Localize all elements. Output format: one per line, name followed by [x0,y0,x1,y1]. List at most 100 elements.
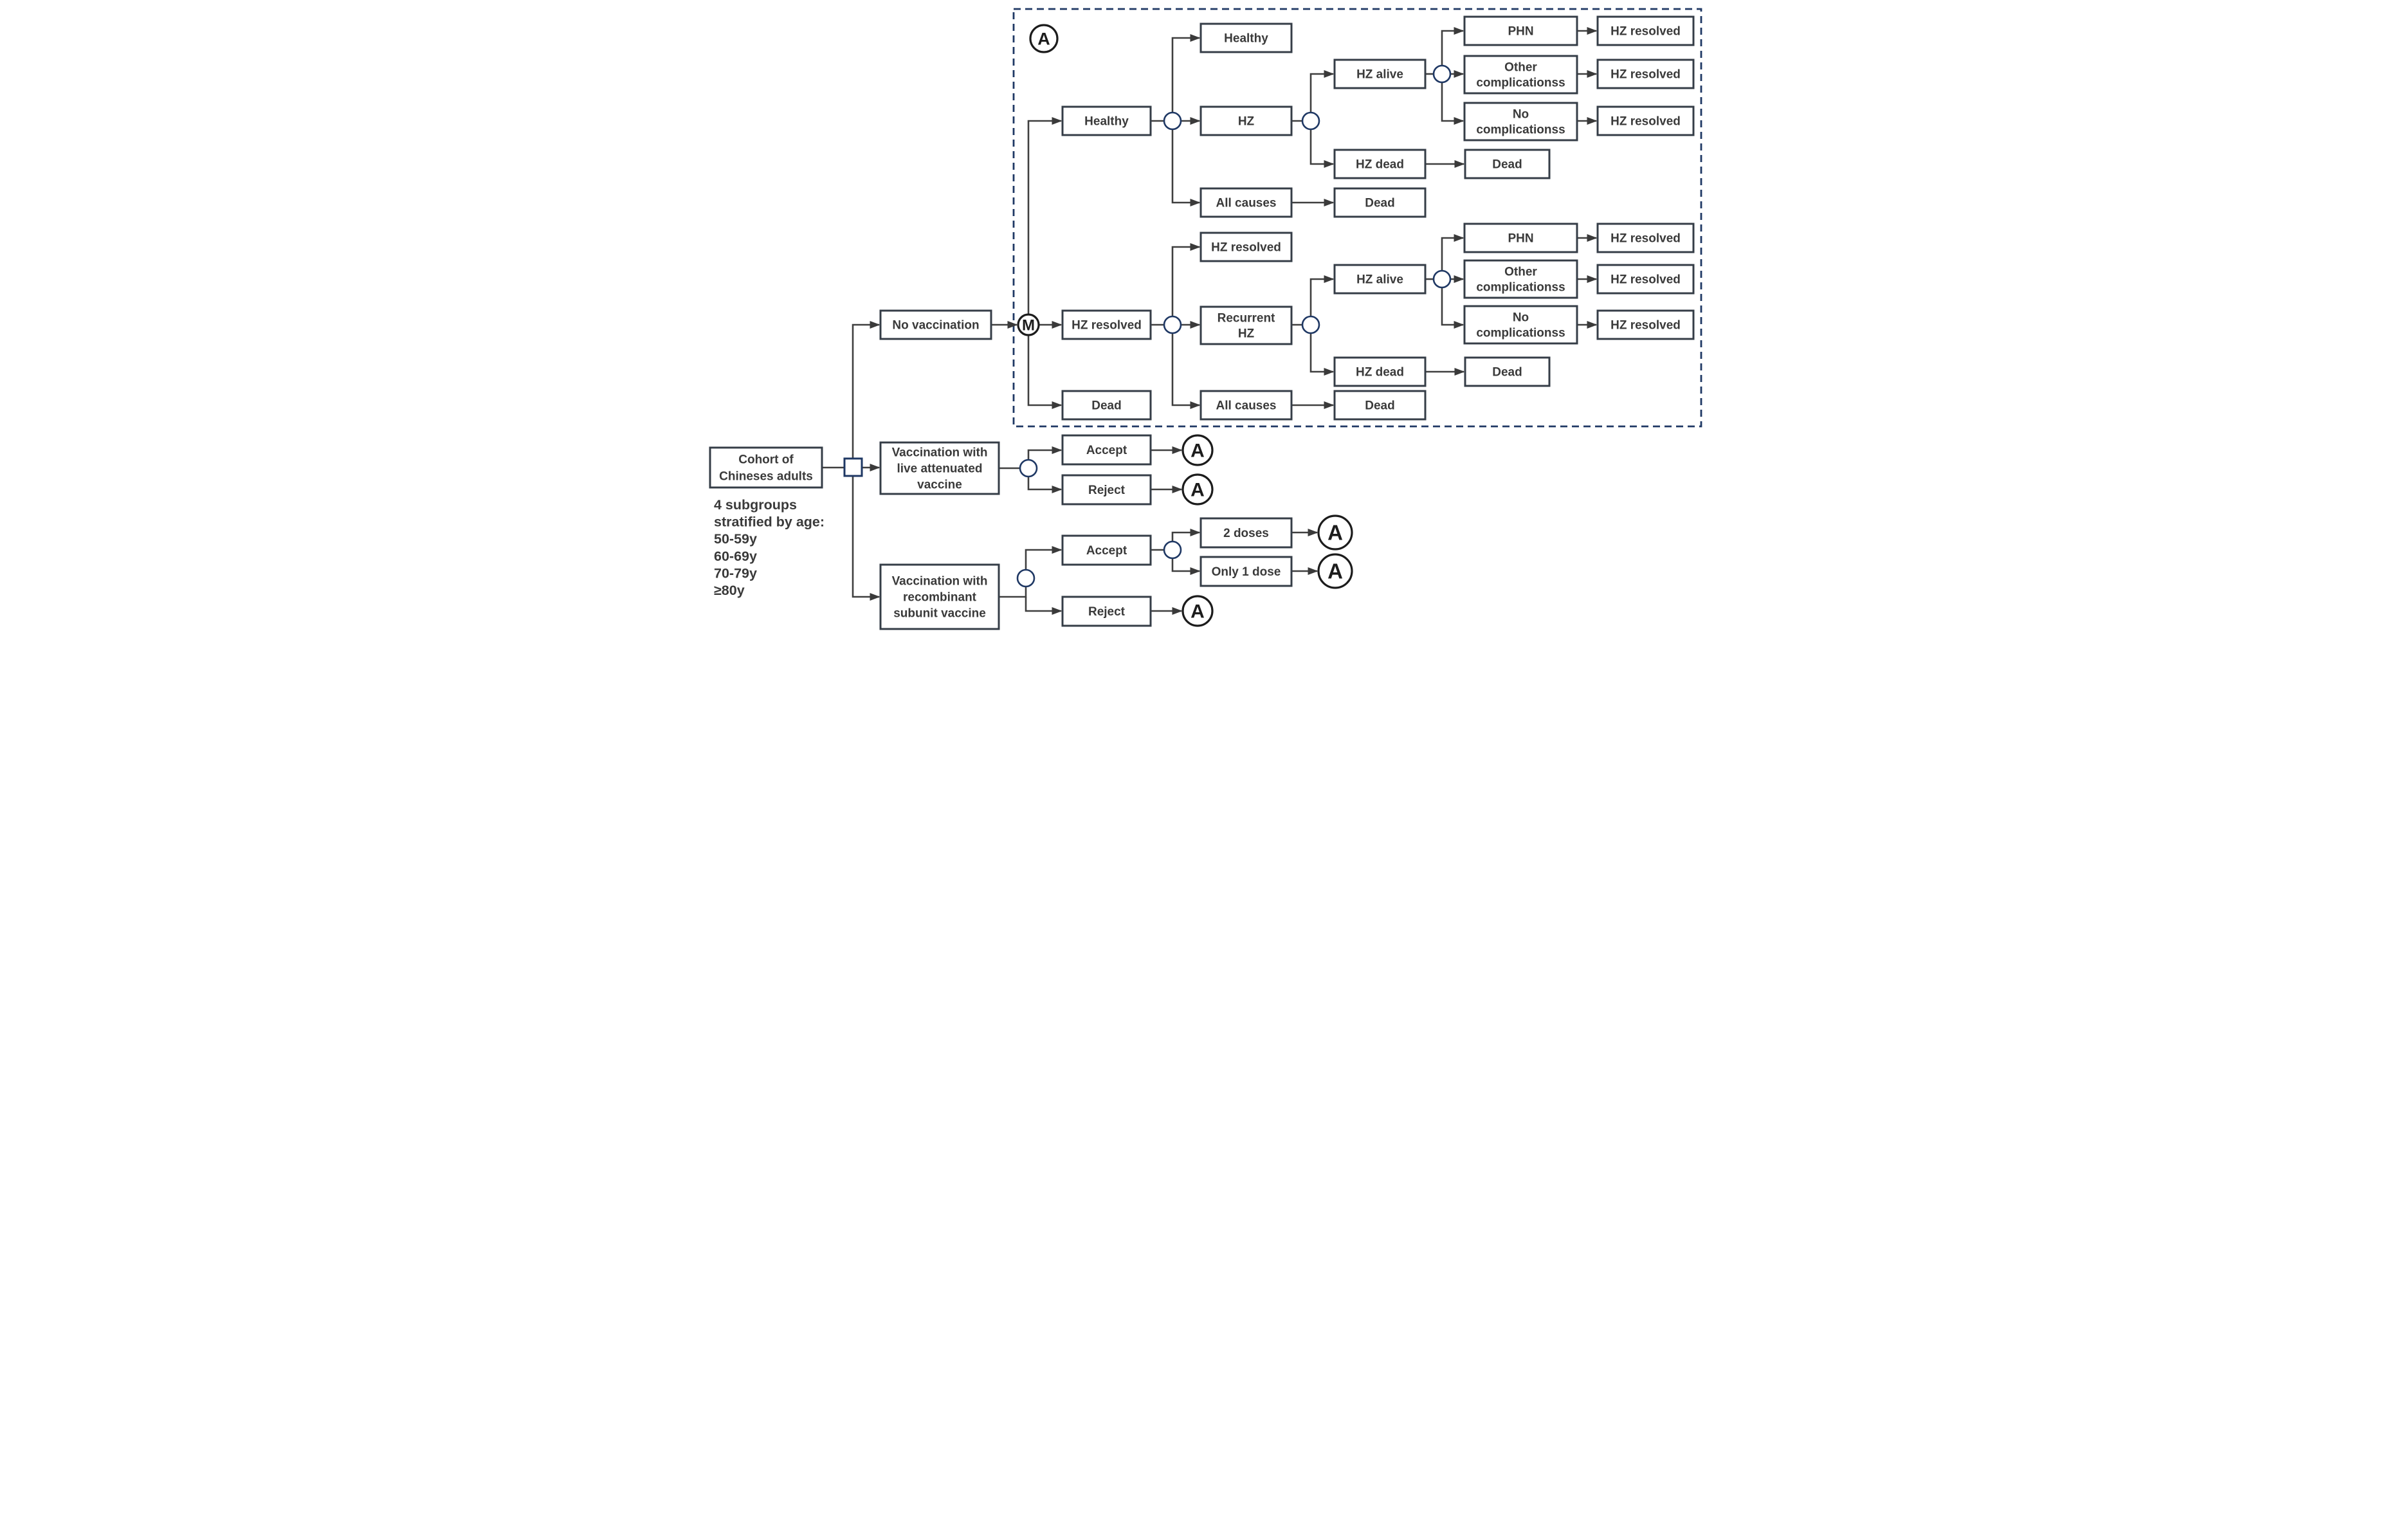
state-label-dead-hzdead-mid: Dead [1492,366,1522,379]
age-subgroups-note-line: ≥80y [714,583,745,598]
state-box-no-compl-top [1463,102,1578,141]
state-box-hz-resolved-mid-up [1199,232,1293,262]
state-label-healthy-top-line: Healthy [1224,32,1268,46]
markov-region-dashed-boundary [1012,8,1702,428]
state-box-cohort [709,446,823,489]
state-label-vaccination-live-line: Vaccination with [892,446,988,460]
state-label-vaccination-live-line: vaccine [917,478,962,492]
terminal-node-A [1317,553,1353,589]
state-label-dead-allcauses-mid: Dead [1365,399,1394,413]
terminal-node-A-label: A [1190,480,1205,501]
state-label-accept-live-line: Accept [1086,444,1127,457]
connector-line [1441,234,1464,271]
state-label-phn-top-line: PHN [1508,25,1533,39]
state-box-healthy-state [1061,105,1152,136]
state-label-no-vaccination: No vaccination [892,319,979,332]
state-box-hz-resolved-t3 [1596,105,1695,136]
state-label-dead-allcauses-top: Dead [1365,197,1394,210]
chance-node-icon [1163,540,1182,560]
state-label-hz-resolved-mid-up-line: HZ resolved [1211,241,1281,255]
terminal-node-A-label: A [1327,560,1343,583]
markov-node-icon [1017,313,1040,336]
connector-line [1171,558,1201,575]
state-label-hz-resolved-t1-line: HZ resolved [1610,25,1681,39]
age-subgroups-note-line: 4 subgroups [714,497,797,513]
chance-node-icon [1432,64,1452,84]
state-label-no-compl-top-line: No [1513,108,1529,122]
connector-line [1027,117,1063,314]
chance-node-icon [1016,569,1035,588]
state-box-dead-allcauses-mid [1333,390,1427,421]
state-label-hz-alive-top: HZ alive [1356,68,1403,82]
state-box-hz-resolved-m2 [1596,264,1695,295]
state-box-accept-live [1061,434,1152,466]
state-label-dead-state-line: Dead [1091,399,1121,413]
state-label-accept-live: Accept [1086,444,1127,457]
state-label-hz-resolved-m1: HZ resolved [1610,232,1681,246]
state-label-hz-resolved-m2: HZ resolved [1610,273,1681,287]
state-label-cohort-line: Chineses adults [719,470,813,484]
state-box-no-vaccination [879,309,992,340]
connector-line [1309,275,1335,316]
state-box-vaccination-live [879,441,1000,495]
state-box-two-doses [1199,517,1293,549]
state-label-reject-live-line: Reject [1088,484,1126,497]
state-box-reject-recomb [1061,596,1152,627]
chance-node-icon [1301,315,1320,334]
state-box-hz-resolved-state [1061,309,1152,340]
chance-node-icon [1432,269,1452,289]
state-label-hz-dead-top: HZ dead [1356,158,1404,172]
connector-line [852,476,880,601]
state-box-recurrent-hz [1199,305,1293,345]
region-label-A: A [1037,29,1050,48]
state-label-hz-resolved-t3-line: HZ resolved [1610,115,1681,129]
state-label-hz-resolved-t2: HZ resolved [1610,68,1681,82]
state-box-hz-top [1199,105,1293,136]
age-subgroups-note-line: 50-59y [714,531,757,547]
connector-line [1171,34,1201,113]
state-label-hz-top: HZ [1238,115,1255,129]
state-label-hz-dead-mid-line: HZ dead [1356,366,1404,379]
age-subgroups-note-line: stratified by age: [714,515,825,530]
state-label-healthy-state-line: Healthy [1084,115,1129,129]
state-label-no-vaccination-line: No vaccination [892,319,979,332]
state-label-hz-dead-top-line: HZ dead [1356,158,1404,172]
state-box-hz-resolved-m3 [1596,309,1695,340]
state-label-no-compl-mid-line: complicationss [1476,327,1565,340]
state-box-hz-alive-mid [1333,264,1427,295]
state-label-hz-resolved-m1-line: HZ resolved [1610,232,1681,246]
state-label-all-causes-top-line: All causes [1216,197,1277,210]
state-label-hz-top-line: HZ [1238,115,1255,129]
state-label-only-1-dose: Only 1 dose [1212,565,1281,579]
connector-line [1027,446,1063,460]
state-label-phn-mid-line: PHN [1508,232,1533,246]
terminal-node-A-label: A [1190,601,1205,623]
state-box-dead-hzdead-top [1464,149,1551,179]
terminal-node-A [1317,515,1353,551]
state-box-other-compl-top [1463,55,1578,95]
connector-line [1025,597,1063,615]
state-label-healthy-top: Healthy [1224,32,1268,46]
state-label-vaccination-recomb-line: Vaccination with [892,575,988,588]
state-label-hz-resolved-m3-line: HZ resolved [1610,319,1681,332]
connector-line [1441,287,1464,329]
state-box-vaccination-recomb [879,563,1000,630]
state-label-all-causes-top: All causes [1216,197,1277,210]
state-label-reject-recomb: Reject [1088,605,1126,619]
state-label-hz-alive-mid-line: HZ alive [1356,273,1403,287]
state-label-hz-resolved-t3: HZ resolved [1610,115,1681,129]
state-box-other-compl-mid [1463,259,1578,299]
state-box-no-compl-mid [1463,305,1578,345]
state-box-phn-mid [1463,223,1578,253]
state-label-dead-allcauses-mid-line: Dead [1365,399,1394,413]
connector-line [852,321,880,459]
markov-node-label: M [1022,316,1035,334]
state-box-dead-state [1061,390,1152,421]
state-label-phn-mid: PHN [1508,232,1533,246]
connector-line [1171,333,1201,409]
state-label-reject-recomb-line: Reject [1088,605,1126,619]
